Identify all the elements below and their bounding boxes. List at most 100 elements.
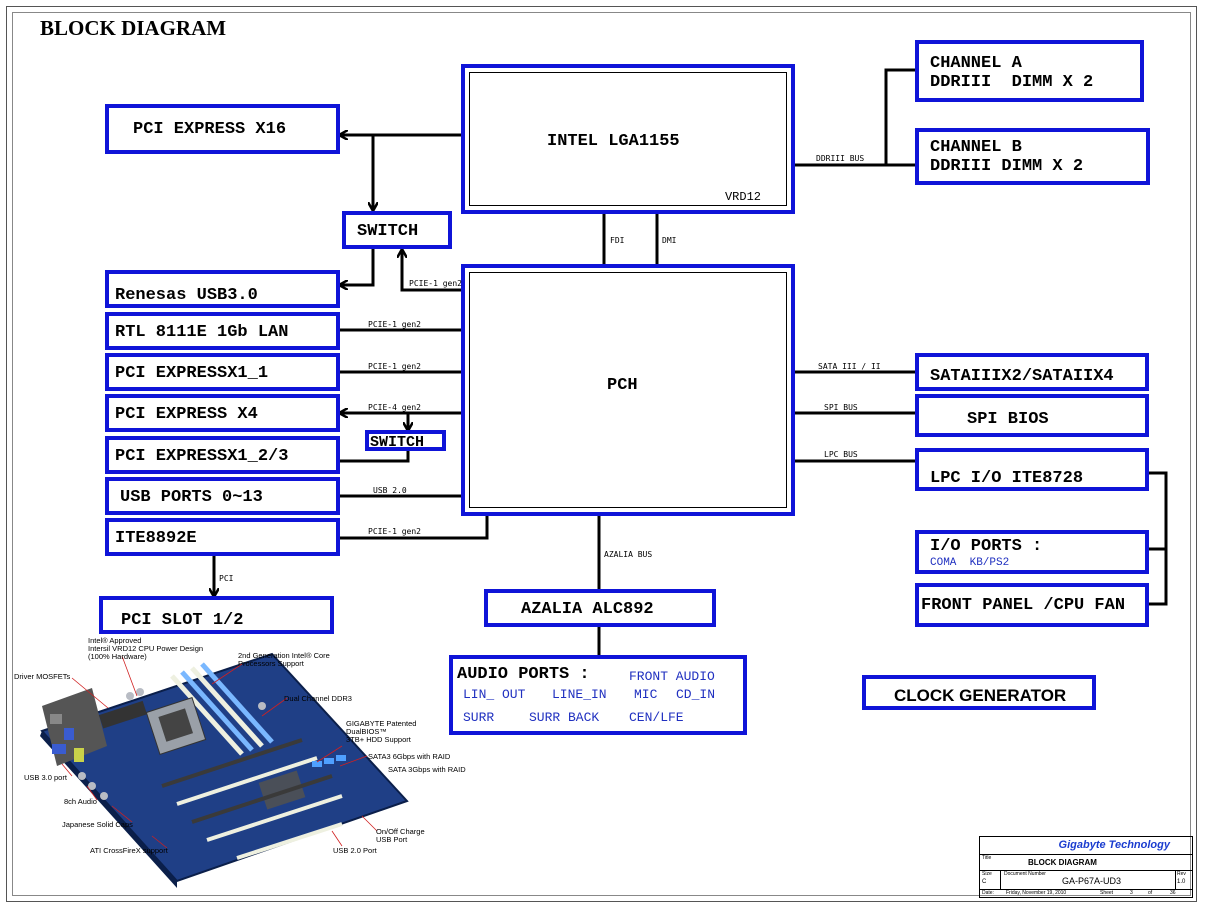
callout-caps: Japanese Solid Caps	[62, 820, 133, 829]
callout-sata6: SATA3 6Gbps with RAID	[368, 752, 451, 761]
io-ports-block: I/O PORTS : COMA KB/PS2	[915, 530, 1149, 574]
size-label: Size	[982, 871, 992, 877]
clock-gen-label: CLOCK GENERATOR	[894, 686, 1067, 705]
pcie-x16-label: PCI EXPRESS X16	[133, 120, 287, 139]
dmi-label: DMI	[662, 236, 677, 245]
page-title: BLOCK DIAGRAM	[40, 16, 227, 40]
clock-gen-block: CLOCK GENERATOR	[862, 675, 1096, 710]
audio-cen-lfe-label: CEN/LFE	[629, 710, 684, 725]
wire-pch-ite	[340, 516, 489, 540]
spi-bios-label: SPI BIOS	[967, 410, 1049, 429]
pch-block: PCH	[461, 264, 795, 516]
pci-slot-label: PCI SLOT 1/2	[121, 611, 244, 630]
usb3-block: Renesas USB3.0	[105, 270, 340, 308]
audio-ports-label: AUDIO PORTS :	[457, 665, 590, 684]
bus-label-spi: SPI BUS	[824, 403, 858, 412]
sata-block: SATAIIIX2/SATAIIX4	[915, 353, 1149, 391]
bus-label-sata: SATA III / II	[818, 362, 881, 371]
callout-vrd: Intel® Approved Intersil VRD12 CPU Power…	[88, 636, 204, 661]
front-panel-label: FRONT PANEL /CPU FAN	[921, 596, 1126, 615]
wire-lpc-io	[1148, 471, 1168, 606]
callout-audio8: 8ch Audio	[64, 797, 97, 806]
title-value: BLOCK DIAGRAM	[1028, 858, 1097, 867]
wire-switch-x1-23	[340, 450, 410, 463]
cpu-vrd-label: VRD12	[724, 190, 761, 204]
bus-label-usb3: PCIE-1 gen2	[409, 279, 462, 288]
channel-b-label: CHANNEL B	[930, 138, 1022, 157]
usb3-label: Renesas USB3.0	[115, 286, 258, 305]
channel-b-block: CHANNEL B DDRIII DIMM X 2	[915, 128, 1150, 185]
callout-onoff: On/Off Charge USB Port	[376, 827, 425, 844]
drawing-inner-frame	[12, 12, 1191, 896]
lan-label: RTL 8111E 1Gb LAN	[115, 323, 289, 342]
switch-mid-label: SWITCH	[370, 434, 425, 451]
wire-pch-switch	[402, 250, 462, 292]
wire-ddr-a	[884, 68, 917, 165]
audio-front-label: FRONT AUDIO	[629, 669, 715, 684]
sheet-label: Sheet	[1100, 890, 1114, 896]
title-block: Gigabyte Technology Title BLOCK DIAGRAM …	[979, 836, 1193, 898]
callout-sata3: SATA 3Gbps with RAID	[388, 765, 466, 774]
azalia-label: AZALIA ALC892	[521, 600, 654, 619]
title-block-title-row: Title BLOCK DIAGRAM	[980, 854, 1192, 871]
bus-label-azalia: AZALIA BUS	[604, 550, 653, 559]
audio-surr-back-label: SURR BACK	[529, 710, 600, 725]
channel-a-dimm-label: DDRIII DIMM X 2	[930, 73, 1094, 92]
audio-line-in-label: LINE_IN	[552, 687, 607, 702]
callout-usb30: USB 3.0 port	[24, 773, 67, 782]
audio-ports-block: AUDIO PORTS : FRONT AUDIO LIN_ OUT LINE_…	[449, 655, 747, 735]
audio-lin-out-label: LIN_ OUT	[463, 687, 526, 702]
motherboard-photo	[40, 652, 409, 888]
cpu-label: INTEL LGA1155	[547, 132, 680, 151]
io-ports-label: I/O PORTS :	[930, 537, 1043, 556]
usb-ports-block: USB PORTS 0~13	[105, 477, 340, 515]
size-value: C	[982, 879, 987, 885]
switch-mid-block: SWITCH	[365, 430, 446, 451]
callout-crossfire: ATI CrossFireX support	[90, 846, 168, 855]
channel-a-block: CHANNEL A DDRIII DIMM X 2	[915, 40, 1144, 102]
docnum-value: GA-P67A-UD3	[1062, 876, 1122, 886]
drawing-frame	[6, 6, 1197, 902]
pcie-x1-1-block: PCI EXPRESSX1_1	[105, 353, 340, 391]
ite8892-label: ITE8892E	[115, 529, 197, 548]
pcie-x16-block: PCI EXPRESS X16	[105, 104, 340, 154]
audio-cd-in-label: CD_IN	[676, 687, 716, 702]
fdi-label: FDI	[610, 236, 625, 245]
callout-mosfets: Driver MOSFETs	[14, 672, 71, 681]
callout-ddr3: Dual Channel DDR3	[284, 694, 352, 703]
wire-switch-usb3	[340, 248, 375, 285]
bus-label-ite: PCIE-1 gen2	[368, 527, 421, 536]
usb-ports-label: USB PORTS 0~13	[120, 488, 263, 507]
front-panel-block: FRONT PANEL /CPU FAN	[915, 583, 1149, 627]
channel-b-dimm-label: DDRIII DIMM X 2	[930, 157, 1084, 176]
spi-bios-block: SPI BIOS	[915, 394, 1149, 437]
pcie-x1-23-label: PCI EXPRESSX1_2/3	[115, 447, 289, 466]
pch-label: PCH	[607, 376, 638, 395]
date-label: Date:	[982, 890, 994, 896]
callout-dualbios: GIGABYTE Patented DualBIOS™ 3TB+ HDD Sup…	[346, 719, 417, 744]
pcie-x4-block: PCI EXPRESS X4	[105, 394, 340, 432]
docnum-label: Document Number	[1004, 871, 1046, 877]
callout-core: 2nd Generation Intel® Core Processors Su…	[238, 651, 330, 668]
title-block-doc-row: Size C Document Number GA-P67A-UD3 Rev 1…	[980, 870, 1192, 890]
cpu-block: INTEL LGA1155 VRD12	[461, 64, 795, 214]
pcie-x4-label: PCI EXPRESS X4	[115, 405, 258, 424]
bus-label-x4: PCIE-4 gen2	[368, 403, 421, 412]
sata-label: SATAIIIX2/SATAIIX4	[930, 367, 1114, 386]
of-value: 36	[1170, 890, 1176, 896]
pcie-x1-23-block: PCI EXPRESSX1_2/3	[105, 436, 340, 474]
company-name: Gigabyte Technology	[1058, 839, 1170, 851]
pci-slot-block: PCI SLOT 1/2	[99, 596, 334, 634]
sheet-value: 3	[1130, 890, 1133, 896]
bus-label-lan: PCIE-1 gen2	[368, 320, 421, 329]
io-ports-sub-label: COMA KB/PS2	[930, 557, 1010, 569]
ddr-bus-label: DDRIII BUS	[816, 154, 865, 163]
lpc-io-label: LPC I/O ITE8728	[930, 469, 1084, 488]
title-label: Title	[982, 855, 992, 861]
lan-block: RTL 8111E 1Gb LAN	[105, 312, 340, 350]
audio-surr-label: SURR	[463, 710, 495, 725]
ite8892-block: ITE8892E	[105, 518, 340, 556]
audio-mic-label: MIC	[634, 687, 658, 702]
title-block-company-row: Gigabyte Technology	[980, 837, 1192, 855]
date-value: Friday, November 19, 2010	[1006, 890, 1067, 896]
